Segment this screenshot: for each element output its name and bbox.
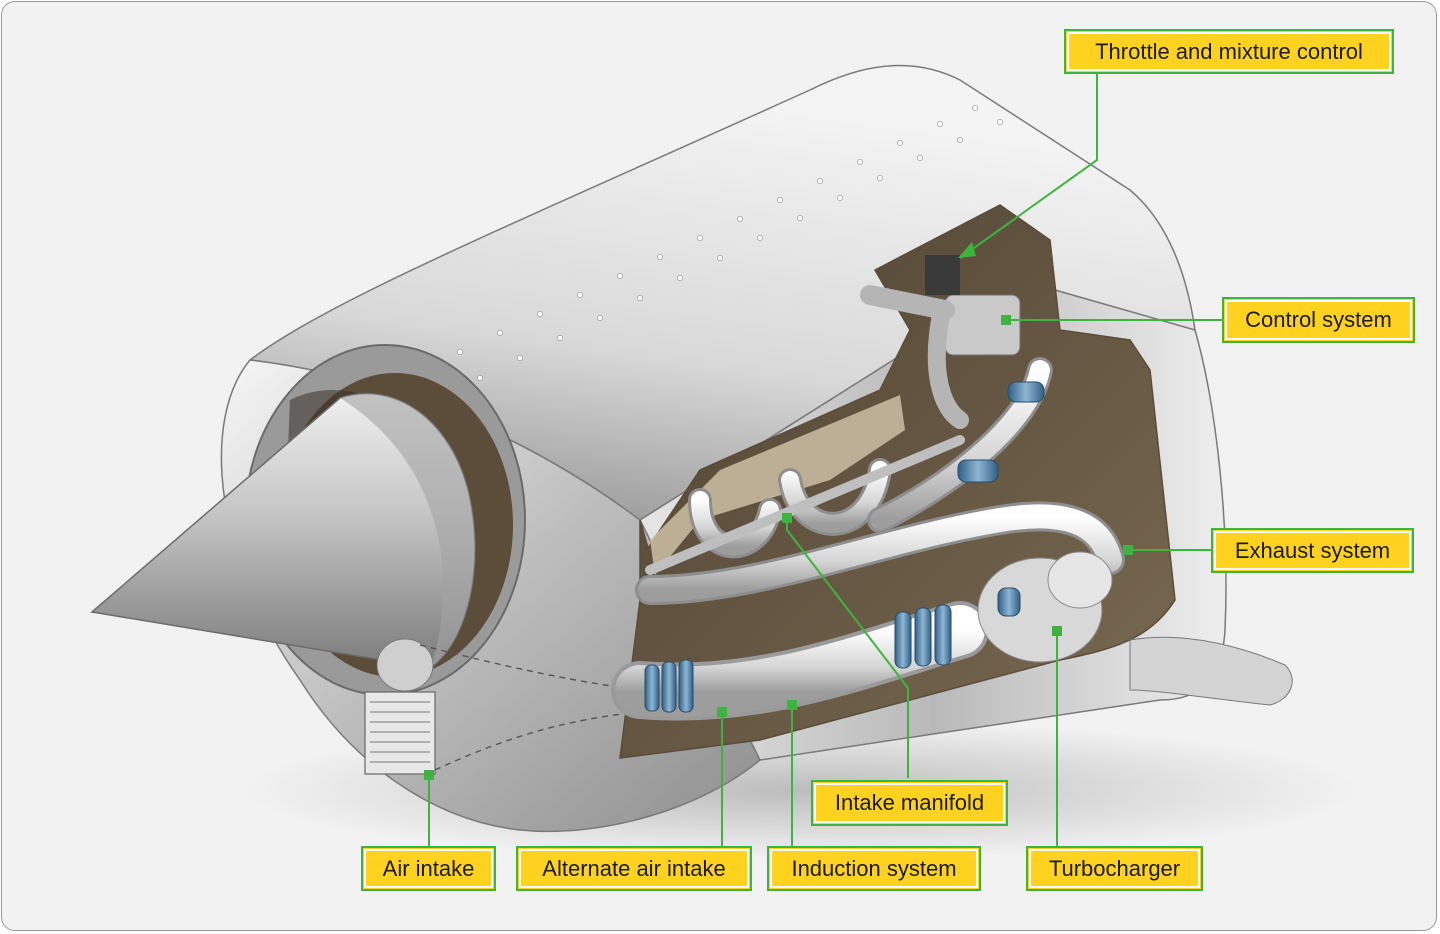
rivet-row-lower <box>477 119 1003 381</box>
rivet-row-upper <box>457 105 978 355</box>
air-intake-grille <box>364 691 436 775</box>
label-intake-manifold: Intake manifold <box>811 780 1008 826</box>
throttle-arrow-head <box>958 242 976 258</box>
hose-clamps <box>644 381 1045 713</box>
hidden-duct-lower <box>434 711 641 771</box>
tailpipe <box>1129 636 1293 706</box>
leader-end-markers <box>424 315 1133 780</box>
leader-lines <box>428 74 1224 847</box>
cylinder-bank <box>650 395 905 575</box>
label-turbocharger: Turbocharger <box>1026 846 1203 891</box>
hidden-duct-upper <box>419 644 641 691</box>
throttle-body <box>925 255 960 295</box>
spinner-base <box>340 393 475 668</box>
label-air-intake: Air intake <box>361 846 496 891</box>
control-pipe <box>860 285 955 320</box>
label-throttle-mixture-control: Throttle and mixture control <box>1064 29 1394 74</box>
label-exhaust-system: Exhaust system <box>1211 528 1414 573</box>
turbo-housing <box>1047 551 1113 609</box>
leader-intake-manifold <box>786 518 909 778</box>
label-alternate-air-intake: Alternate air intake <box>516 846 752 891</box>
air-intake-scoop <box>376 638 434 692</box>
control-down-pipe <box>927 311 969 429</box>
label-control-system: Control system <box>1222 297 1415 343</box>
leader-throttle <box>959 74 1098 259</box>
label-induction-system: Induction system <box>767 846 981 891</box>
intake-rail <box>645 435 965 575</box>
